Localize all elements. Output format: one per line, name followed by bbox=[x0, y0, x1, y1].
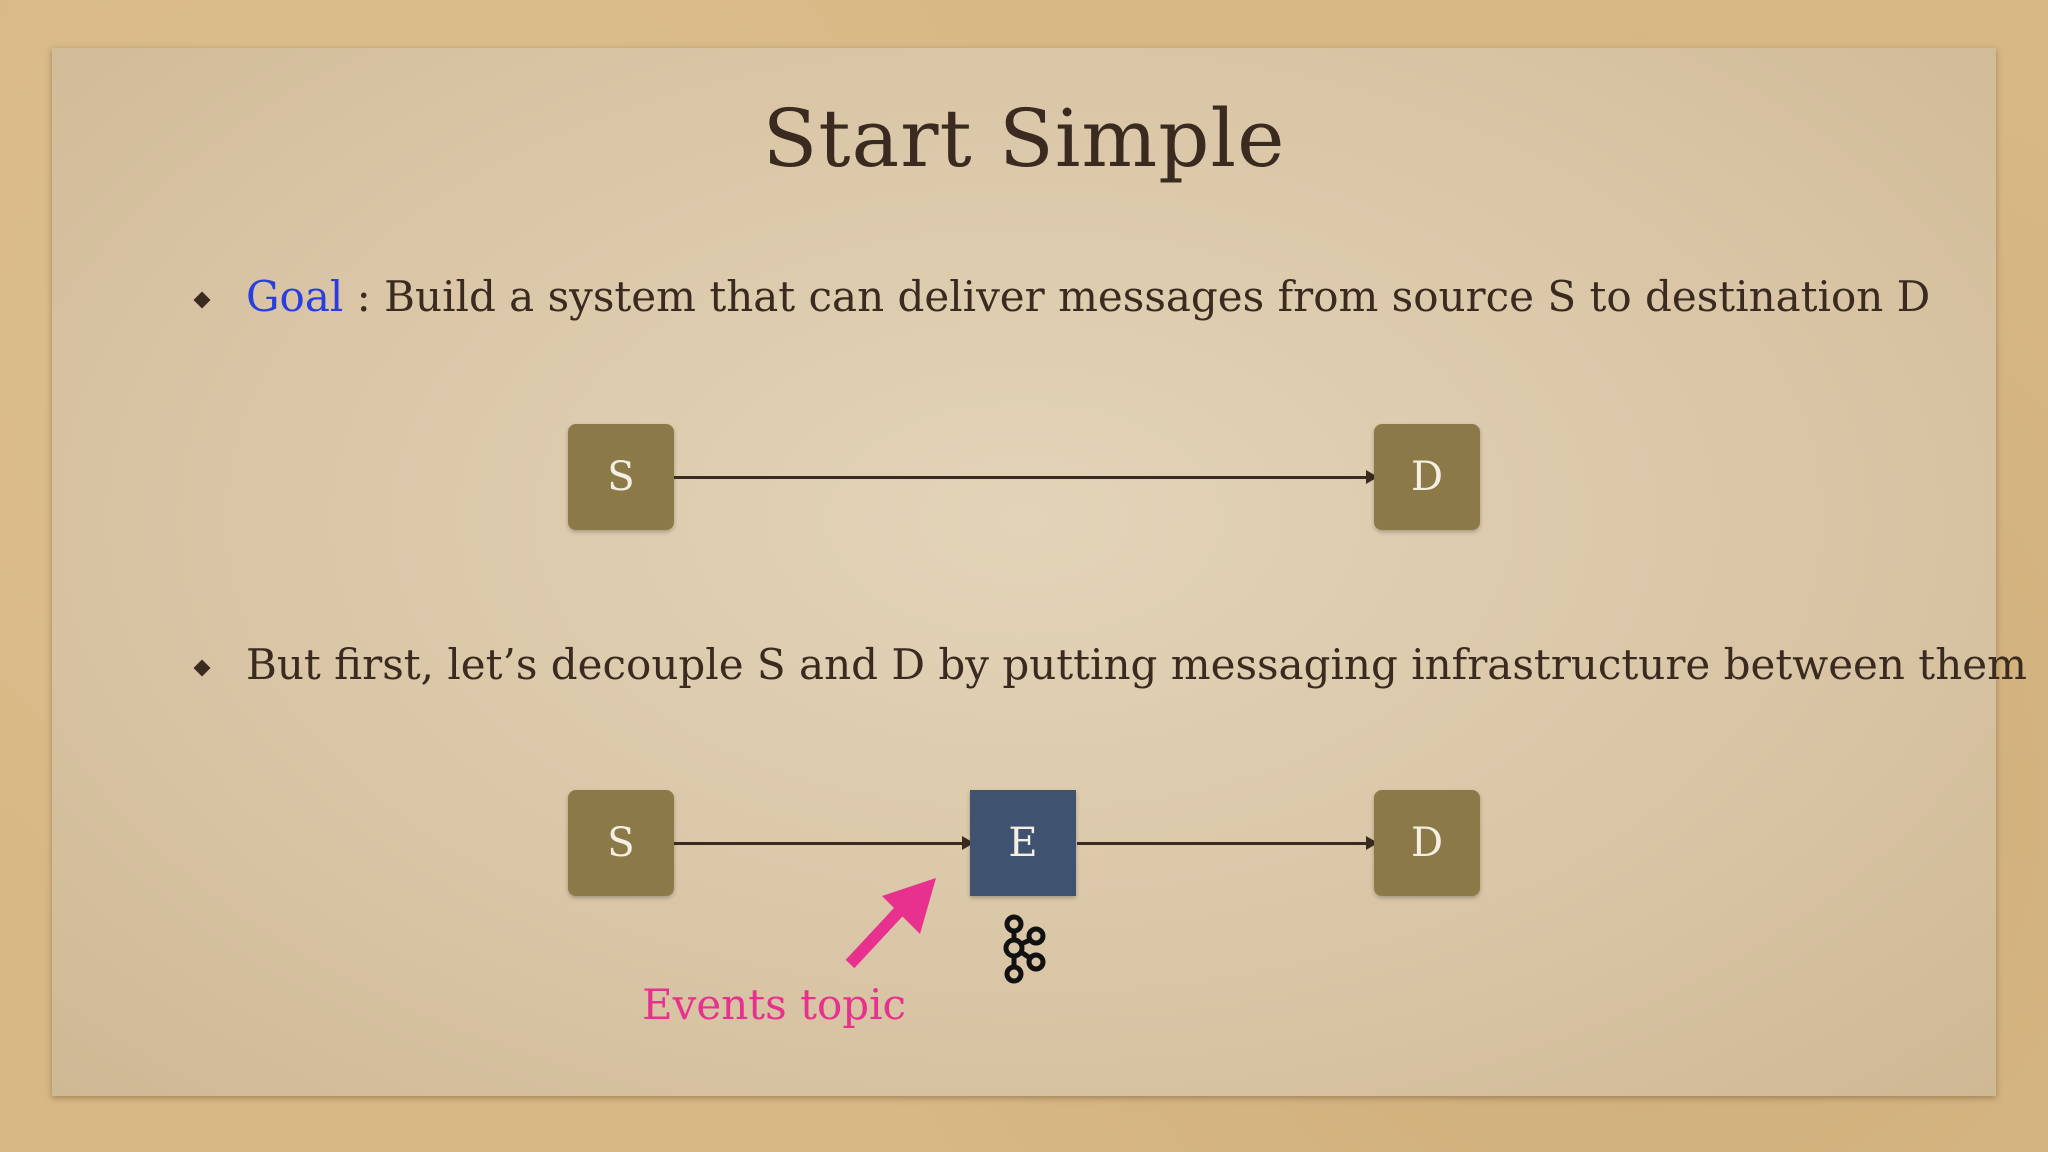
events-topic-label: Events topic bbox=[642, 980, 907, 1029]
slide-paper bbox=[52, 48, 1996, 1096]
goal-text: : Build a system that can deliver messag… bbox=[343, 272, 1931, 321]
decouple-text: But first, let’s decouple S and D by put… bbox=[246, 640, 2027, 689]
bullet-decouple: But first, let’s decouple S and D by put… bbox=[193, 644, 2027, 686]
slide-title: Start Simple bbox=[762, 92, 1286, 185]
arrow-s-to-d bbox=[674, 470, 1378, 484]
node-destination: D bbox=[1374, 790, 1480, 896]
arrow-s-to-e bbox=[674, 836, 974, 850]
node-source: S bbox=[568, 790, 674, 896]
node-destination: D bbox=[1374, 424, 1480, 530]
bullet-goal: Goal : Build a system that can deliver m… bbox=[193, 276, 1930, 318]
node-events-broker: E bbox=[970, 790, 1076, 896]
arrow-e-to-d bbox=[1077, 836, 1378, 850]
kafka-icon bbox=[1003, 914, 1046, 984]
goal-label: Goal bbox=[246, 272, 344, 321]
node-source: S bbox=[568, 424, 674, 530]
annotation-arrow-icon bbox=[845, 878, 936, 969]
